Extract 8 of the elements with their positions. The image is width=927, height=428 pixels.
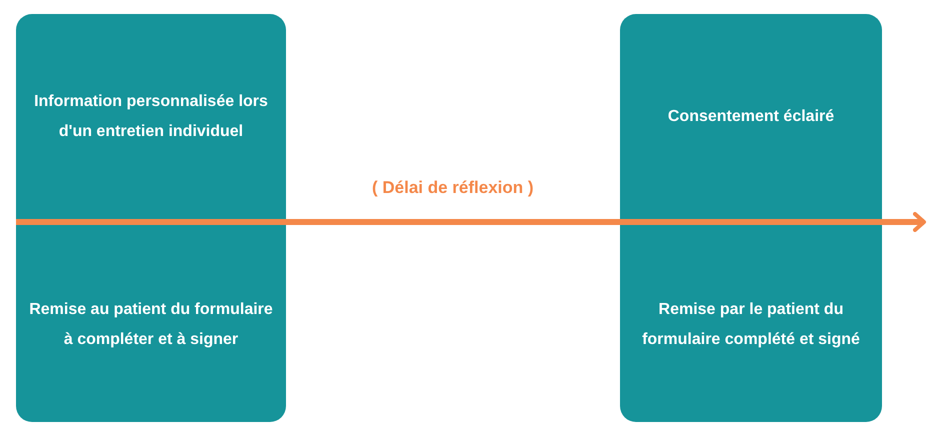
box-text: Consentement éclairé xyxy=(668,106,834,126)
box-text: Remise au patient du formulaire à compléter et à signer xyxy=(28,300,274,350)
arrow xyxy=(882,212,926,232)
process-box xyxy=(620,14,882,422)
box-text: Remise par le patient du formulaire complété et signé xyxy=(641,300,861,350)
connector-line xyxy=(286,219,620,225)
process-box xyxy=(16,14,286,422)
box-text: Information personnalisée lors d'un entretien individuel xyxy=(33,92,269,142)
